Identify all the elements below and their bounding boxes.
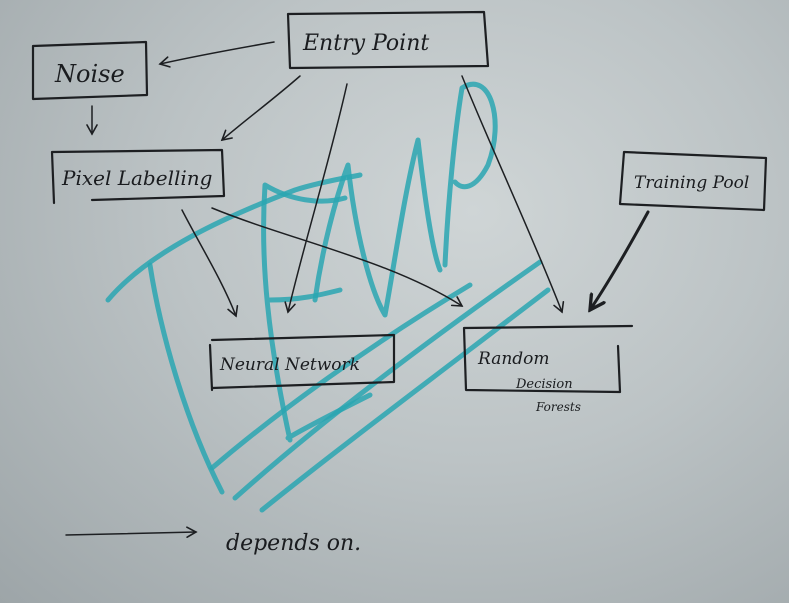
training-pool-box bbox=[618, 150, 768, 212]
node-neural-network: Neural Network bbox=[208, 333, 396, 392]
legend-arrow bbox=[65, 526, 198, 539]
entry-point-label: Entry Point bbox=[302, 31, 429, 56]
node-training-pool: Training Pool bbox=[618, 150, 768, 212]
edges bbox=[86, 41, 650, 318]
legend-label: depends on. bbox=[226, 531, 361, 556]
edge-pixel-labelling-to-neural-network bbox=[181, 209, 239, 318]
temp-letter-t-bar bbox=[105, 172, 363, 303]
temp-letter-e bbox=[261, 182, 373, 443]
edge-entry-to-pixel-labelling bbox=[220, 75, 301, 142]
temp-letter-p bbox=[442, 81, 498, 268]
node-entry-point: Entry Point bbox=[286, 10, 490, 70]
temp-strike-1 bbox=[232, 259, 543, 501]
temp-strike-2 bbox=[259, 287, 551, 513]
neural-network-label: Neural Network bbox=[219, 355, 360, 375]
noise-label: Noise bbox=[54, 60, 125, 88]
edge-entry-to-noise bbox=[158, 41, 275, 68]
pixel-labelling-label: Pixel Labelling bbox=[61, 166, 212, 190]
entry-point-box bbox=[286, 10, 490, 70]
edge-entry-to-random-forests bbox=[461, 75, 565, 314]
legend: depends on. bbox=[65, 526, 361, 556]
random-decision-label-line2: Decision bbox=[515, 377, 573, 392]
random-decision-label-line3: Forests bbox=[535, 400, 581, 414]
edge-entry-to-neural-network bbox=[284, 83, 348, 314]
pixel-labelling-box bbox=[50, 148, 226, 205]
random-decision-forests-box bbox=[462, 324, 634, 394]
neural-network-box bbox=[208, 333, 396, 392]
node-random-decision-forests: Random Decision Forests bbox=[462, 324, 634, 414]
node-noise: Noise bbox=[31, 40, 149, 101]
temp-overlay bbox=[105, 81, 551, 513]
random-decision-label-line1: Random bbox=[477, 349, 550, 369]
noise-box bbox=[31, 40, 149, 101]
edge-training-pool-to-random-forests bbox=[590, 210, 650, 310]
edge-pixel-labelling-to-random-forests bbox=[211, 207, 464, 307]
temp-strike-3 bbox=[209, 282, 473, 471]
node-pixel-labelling: Pixel Labelling bbox=[50, 148, 226, 205]
temp-letter-t-stem bbox=[147, 262, 225, 495]
temp-letter-m bbox=[312, 137, 443, 318]
training-pool-label: Training Pool bbox=[634, 173, 749, 193]
